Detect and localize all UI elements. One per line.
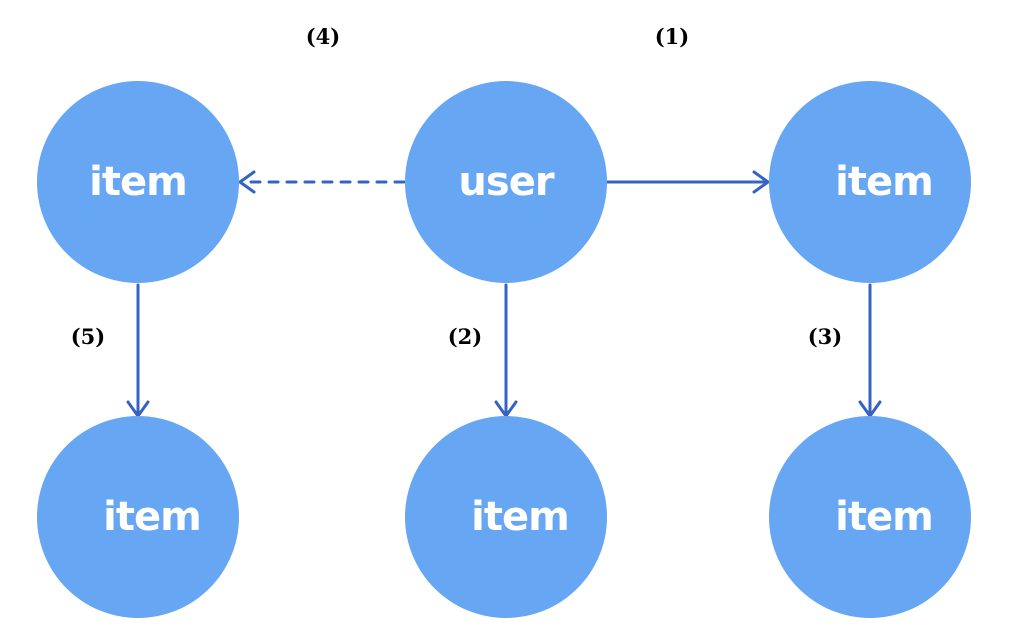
- node-label: item: [835, 494, 933, 540]
- step-label-5: (5): [71, 324, 105, 349]
- node-item-top-left: item: [37, 81, 239, 283]
- node-circle: [37, 81, 239, 283]
- node-label: item: [471, 494, 569, 540]
- node-circle: [405, 416, 607, 618]
- node-label: item: [89, 159, 187, 205]
- node-label: user: [458, 159, 554, 205]
- node-item-bottom-right: item: [769, 416, 971, 618]
- edge-user-to-item-left-arrowhead: [238, 170, 256, 194]
- node-item-top-right: item: [769, 81, 971, 283]
- step-label-3: (3): [808, 324, 842, 349]
- step-label-4: (4): [306, 24, 340, 49]
- step-label-1: (1): [655, 24, 689, 49]
- node-label: item: [103, 494, 201, 540]
- step-label-2: (2): [448, 324, 482, 349]
- node-user-center: user: [405, 81, 607, 283]
- node-item-bottom-center: item: [405, 416, 607, 618]
- node-circle: [769, 416, 971, 618]
- step-labels: (1) (4) (5) (2) (3): [71, 24, 842, 349]
- node-item-bottom-left: item: [37, 416, 239, 618]
- node-circle: [405, 81, 607, 283]
- node-label: item: [835, 159, 933, 205]
- node-circle: [769, 81, 971, 283]
- node-circle: [37, 416, 239, 618]
- edge-user-to-item-right-arrowhead: [752, 170, 770, 194]
- nodes: item user item item item item: [37, 81, 971, 618]
